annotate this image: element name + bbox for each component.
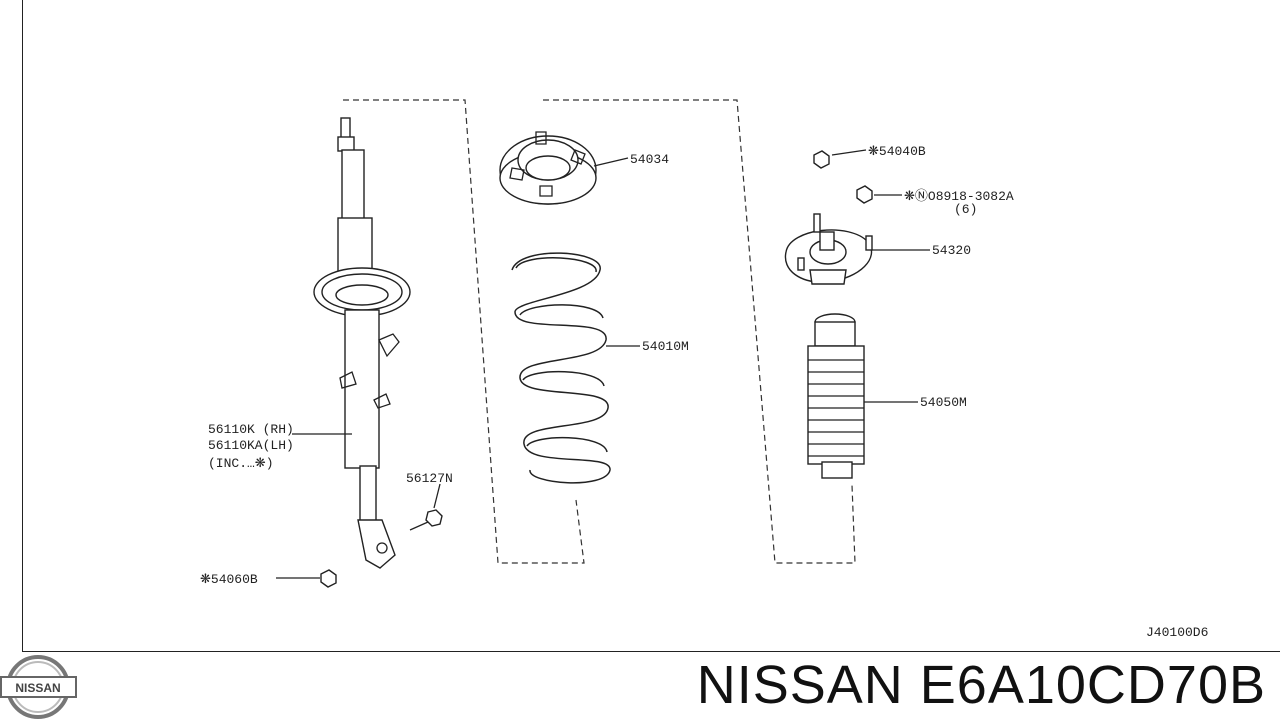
label-bumper: 54050M bbox=[920, 395, 967, 410]
bottom-nut[interactable] bbox=[320, 569, 337, 588]
coil-spring[interactable] bbox=[511, 252, 611, 484]
nissan-logo: NISSAN bbox=[0, 655, 77, 719]
label-strut: 56110KA(LH) bbox=[208, 438, 294, 453]
footer: NISSAN NISSAN E6A10CD70B bbox=[0, 652, 1280, 720]
mount-nut[interactable] bbox=[856, 185, 873, 204]
strut-mount[interactable] bbox=[784, 213, 873, 285]
label-top-nut: ❋54040B bbox=[868, 144, 926, 159]
leader-upper-seat bbox=[593, 157, 629, 167]
label-strut: 56110K (RH) bbox=[208, 422, 294, 437]
bump-stop-boot[interactable] bbox=[807, 313, 865, 479]
label-bottom-nut: ❋54060B bbox=[200, 572, 258, 587]
label-upper-seat: 54034 bbox=[630, 152, 669, 167]
diagram-frame bbox=[22, 0, 1280, 652]
strut-assembly[interactable] bbox=[313, 117, 411, 569]
label-bolt: 56127N bbox=[406, 471, 453, 486]
label-coil-spring: 54010M bbox=[642, 339, 689, 354]
label-strut: (INC.…❋) bbox=[208, 456, 274, 471]
group-bracket-right bbox=[543, 99, 856, 564]
part-number-title: NISSAN E6A10CD70B bbox=[696, 655, 1266, 715]
leader-top-nut bbox=[831, 149, 867, 156]
leader-bolt bbox=[433, 483, 441, 509]
label-mount-nut: ❋ⓃO8918-3082A bbox=[904, 189, 1014, 204]
group-bracket-left bbox=[343, 99, 585, 564]
strut-bolt[interactable] bbox=[409, 509, 443, 531]
upper-spring-seat[interactable] bbox=[499, 131, 597, 205]
label-mount-nut-qty: (6) bbox=[954, 202, 977, 217]
figure-code: J40100D6 bbox=[1146, 625, 1208, 640]
exploded-diagram: 56110K (RH) 56110KA(LH) (INC.…❋) 54034 5… bbox=[200, 99, 1208, 640]
top-nut[interactable] bbox=[813, 150, 830, 169]
svg-text:NISSAN: NISSAN bbox=[15, 681, 60, 695]
label-mount: 54320 bbox=[932, 243, 971, 258]
